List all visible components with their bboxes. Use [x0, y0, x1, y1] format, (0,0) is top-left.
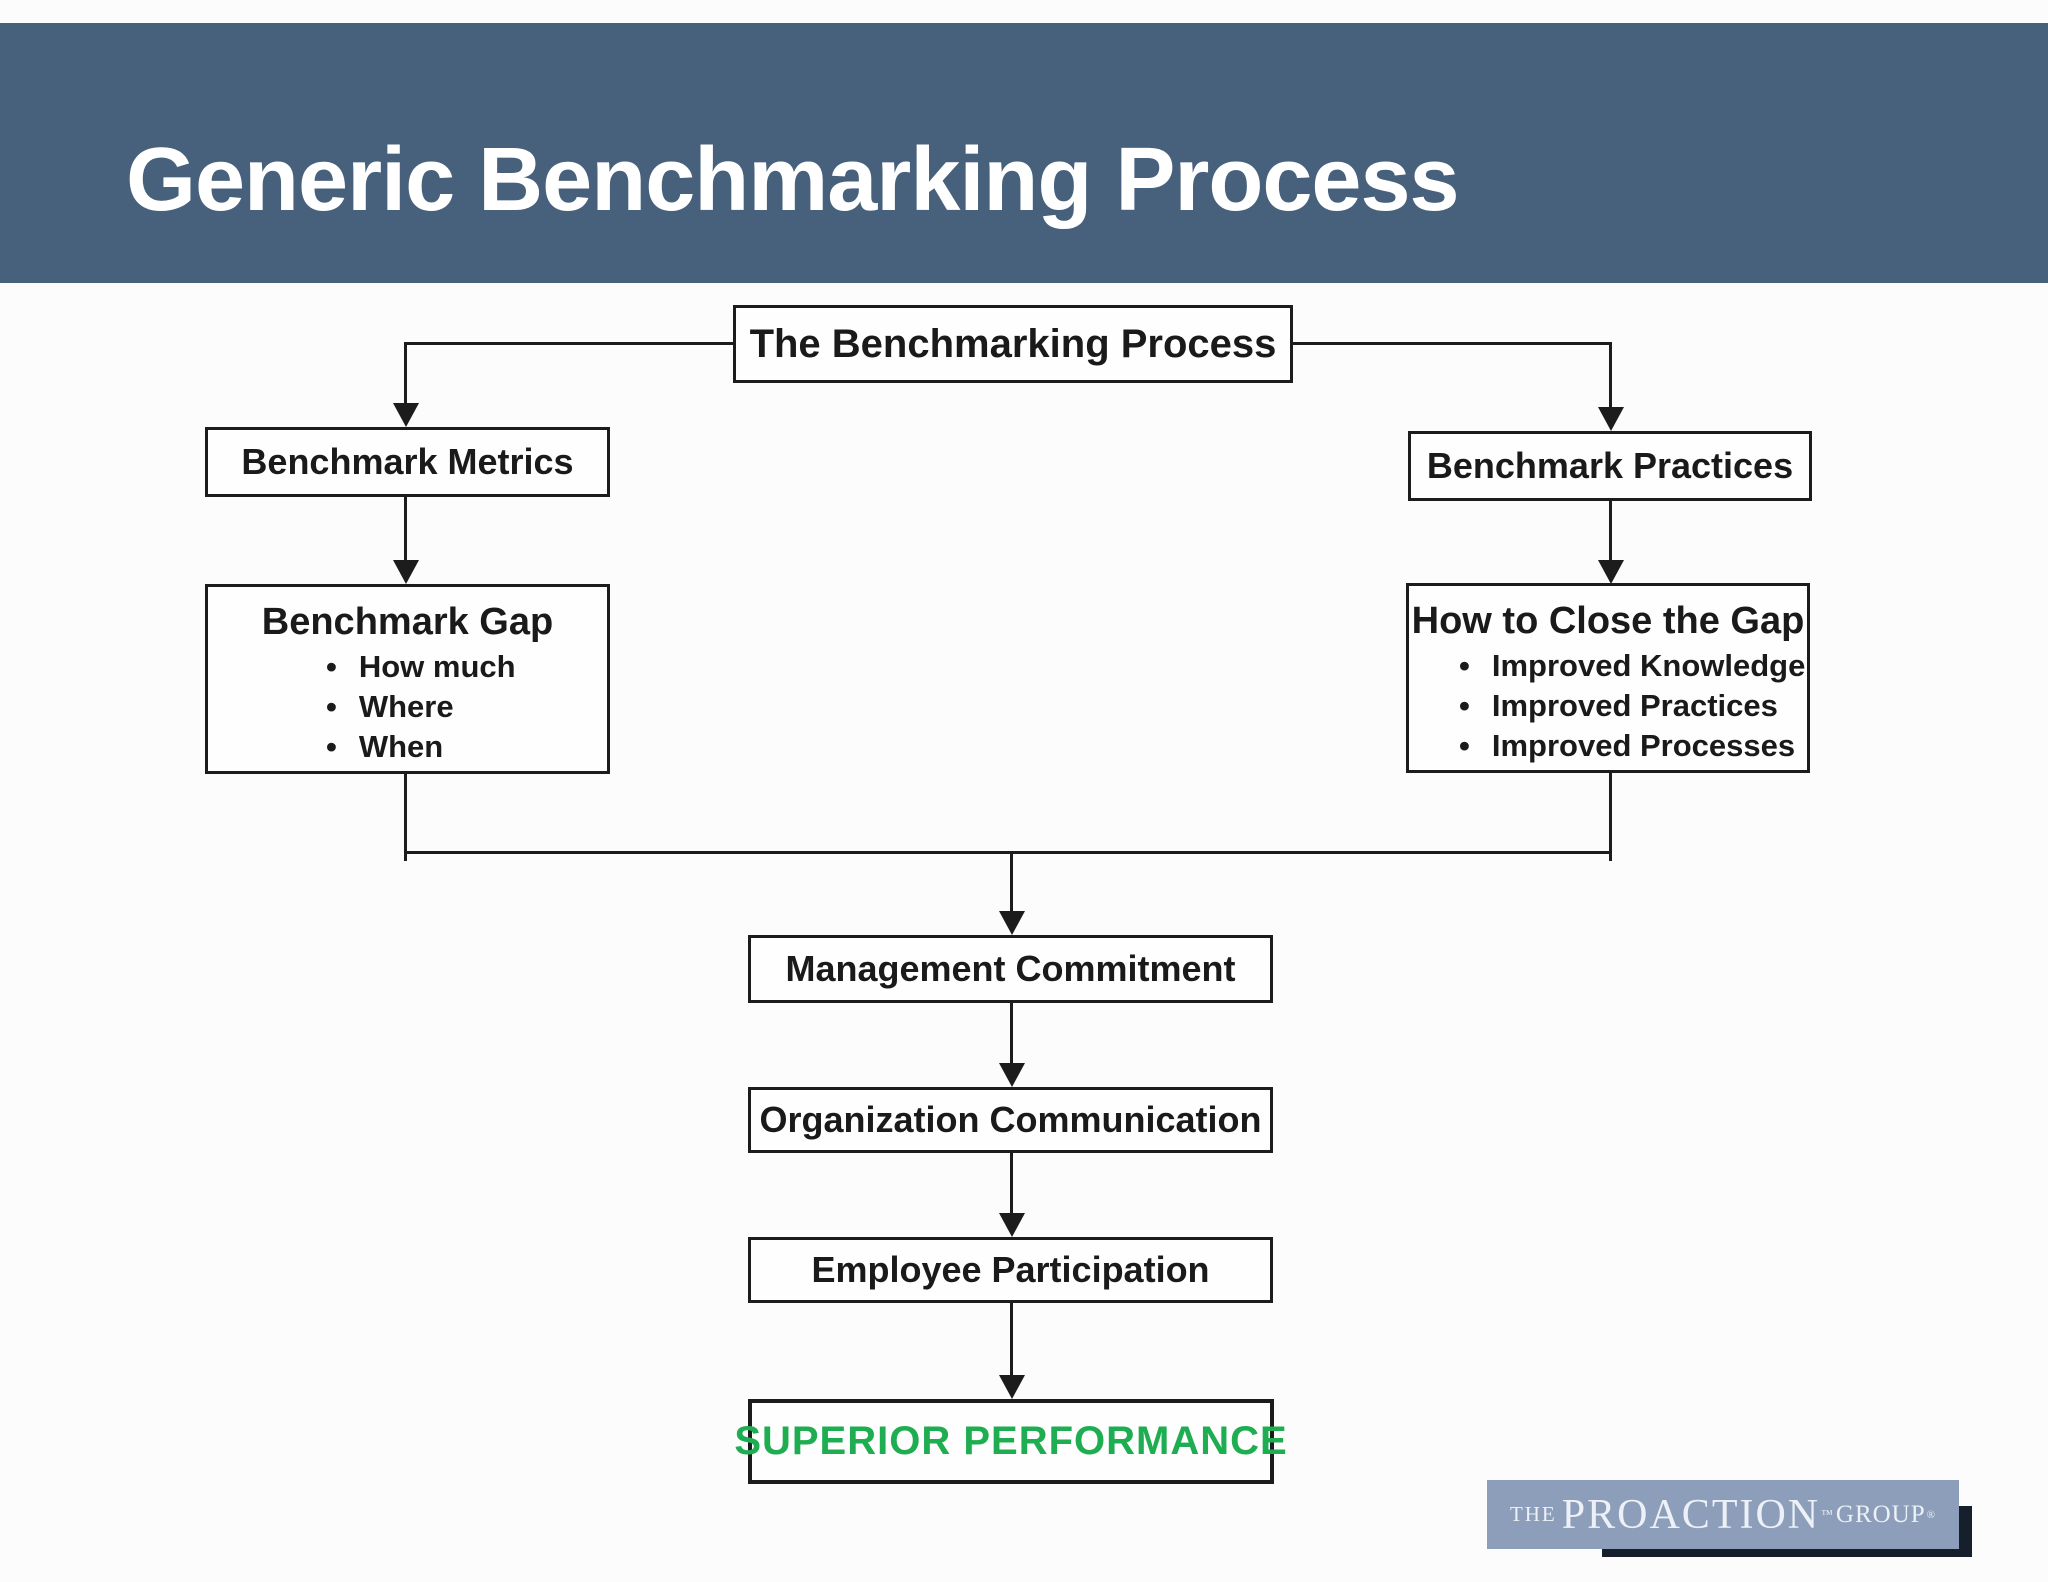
node-benchmark-practices: Benchmark Practices — [1408, 431, 1812, 501]
connector-root-right-horizontal — [1293, 342, 1612, 345]
logo-proaction-text: PROACTION — [1561, 1491, 1821, 1538]
node-benchmarking-process: The Benchmarking Process — [733, 305, 1293, 383]
connector-gap-drop — [404, 774, 407, 861]
arrow-down-icon — [999, 1375, 1025, 1399]
connector-metrics-gap — [404, 497, 407, 561]
close-the-gap-bullets: •Improved Knowledge •Improved Practices … — [1409, 646, 1807, 766]
node-organization-communication: Organization Communication — [748, 1087, 1273, 1153]
node-benchmark-metrics-label: Benchmark Metrics — [241, 441, 574, 482]
connector-root-right-vertical — [1609, 342, 1612, 408]
connector-merge-horizontal — [404, 851, 1612, 854]
bullet-item: •Where — [326, 687, 607, 727]
bullet-item: •How much — [326, 647, 607, 687]
node-benchmarking-process-label: The Benchmarking Process — [749, 321, 1277, 366]
arrow-down-icon — [1598, 407, 1624, 431]
node-employee-participation-label: Employee Participation — [811, 1249, 1210, 1290]
logo-the-text: THE — [1509, 1502, 1557, 1526]
node-close-the-gap: How to Close the Gap •Improved Knowledge… — [1406, 583, 1810, 773]
node-management-commitment: Management Commitment — [748, 935, 1273, 1003]
bullet-item: •Improved Practices — [1459, 686, 1807, 726]
node-benchmark-gap: Benchmark Gap •How much •Where •When — [205, 584, 610, 774]
arrow-down-icon — [393, 403, 419, 427]
benchmark-gap-bullets: •How much •Where •When — [208, 647, 607, 767]
connector-closegap-drop — [1609, 773, 1612, 861]
connector-participation-superior — [1010, 1303, 1013, 1377]
bullet-dot-icon: • — [1459, 728, 1470, 763]
node-close-the-gap-label: How to Close the Gap — [1411, 600, 1805, 642]
connector-communication-participation — [1010, 1153, 1013, 1215]
node-organization-communication-label: Organization Communication — [759, 1099, 1262, 1140]
bullet-item: •Improved Processes — [1459, 726, 1807, 766]
connector-merge-drop — [1010, 851, 1013, 913]
connector-management-communication — [1010, 1003, 1013, 1065]
arrow-down-icon — [999, 1213, 1025, 1237]
arrow-down-icon — [393, 560, 419, 584]
bullet-dot-icon: • — [1459, 688, 1470, 723]
node-benchmark-metrics: Benchmark Metrics — [205, 427, 610, 497]
trademark-icon: ™ — [1821, 1507, 1833, 1521]
bullet-item: •When — [326, 727, 607, 767]
arrow-down-icon — [999, 911, 1025, 935]
title-band: Generic Benchmarking Process — [0, 23, 2048, 283]
connector-root-left-vertical — [404, 342, 407, 404]
registered-mark-icon: ® — [1926, 1508, 1935, 1521]
bullet-dot-icon: • — [326, 649, 337, 684]
connector-practices-closegap — [1609, 501, 1612, 561]
bullet-item: •Improved Knowledge — [1459, 646, 1807, 686]
connector-root-left-horizontal — [404, 342, 733, 345]
node-employee-participation: Employee Participation — [748, 1237, 1273, 1303]
bullet-dot-icon: • — [1459, 648, 1470, 683]
bullet-dot-icon: • — [326, 689, 337, 724]
node-management-commitment-label: Management Commitment — [785, 948, 1236, 989]
arrow-down-icon — [1598, 560, 1624, 584]
node-superior-performance-label: SUPERIOR PERFORMANCE — [734, 1419, 1288, 1463]
bullet-dot-icon: • — [326, 729, 337, 764]
arrow-down-icon — [999, 1063, 1025, 1087]
logo-group-text: GROUP — [1835, 1500, 1926, 1528]
node-benchmark-gap-label: Benchmark Gap — [261, 601, 554, 643]
node-superior-performance: SUPERIOR PERFORMANCE — [734, 1399, 1287, 1484]
page-title: Generic Benchmarking Process — [126, 130, 1460, 230]
node-benchmark-practices-label: Benchmark Practices — [1426, 445, 1794, 486]
